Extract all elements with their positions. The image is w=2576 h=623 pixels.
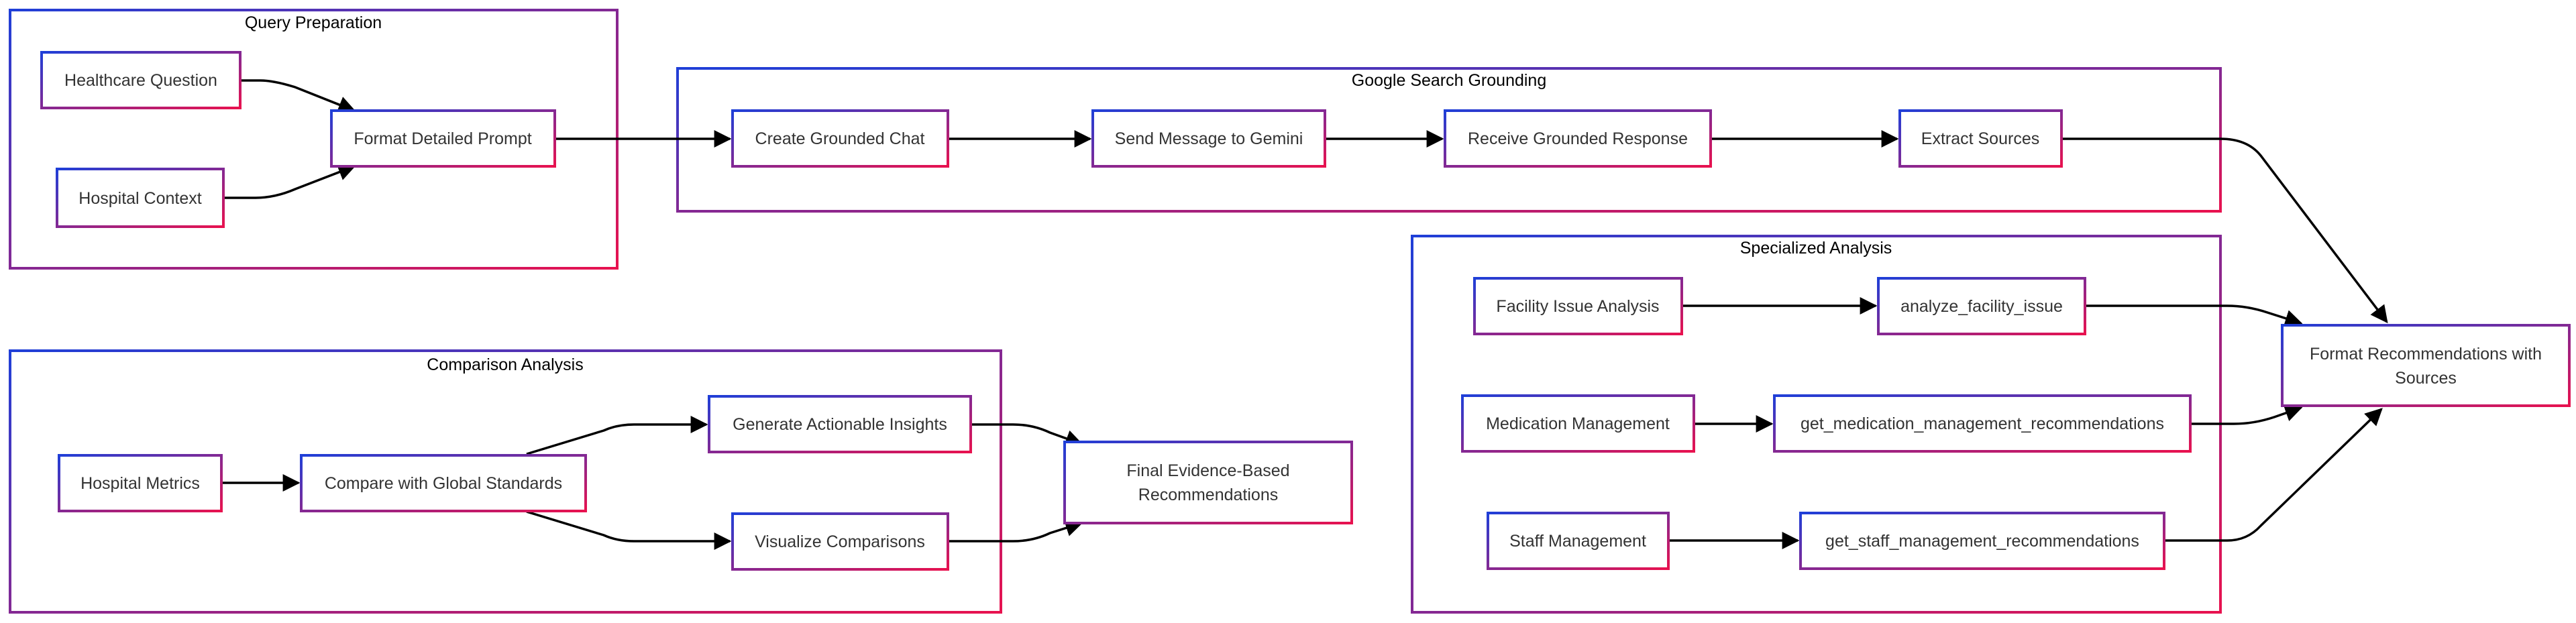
node-label: analyze_facility_issue bbox=[1900, 297, 2063, 316]
node-healthcare-question[interactable]: Healthcare Question bbox=[40, 51, 241, 109]
node-hospital-context[interactable]: Hospital Context bbox=[56, 168, 225, 228]
node-compare-with-global-standards[interactable]: Compare with Global Standards bbox=[300, 454, 587, 512]
node-label: Facility Issue Analysis bbox=[1496, 297, 1659, 316]
node-label-line-1: Format Recommendations with bbox=[2310, 345, 2542, 363]
edge-compare-to-visualize bbox=[526, 510, 732, 550]
node-staff-management[interactable]: Staff Management bbox=[1487, 512, 1670, 570]
edges bbox=[221, 79, 2388, 550]
edge-get-staff-to-format bbox=[2164, 408, 2383, 542]
node-label-line-2: Recommendations bbox=[1138, 486, 1278, 504]
edge-insights-to-final bbox=[971, 423, 1083, 447]
group-title-specialized-analysis: Specialized Analysis bbox=[1740, 239, 1892, 258]
edge-context-to-prompt bbox=[223, 164, 356, 199]
node-get-medication-management-recommendations[interactable]: get_medication_management_recommendation… bbox=[1773, 394, 2192, 453]
node-label: Send Message to Gemini bbox=[1115, 129, 1303, 148]
node-visualize-comparisons[interactable]: Visualize Comparisons bbox=[731, 512, 949, 571]
node-label: get_staff_management_recommendations bbox=[1825, 532, 2139, 551]
node-label-line-2: Sources bbox=[2395, 369, 2457, 388]
node-label-line-1: Final Evidence-Based bbox=[1126, 461, 1289, 480]
node-create-grounded-chat[interactable]: Create Grounded Chat bbox=[731, 109, 949, 168]
node-format-detailed-prompt[interactable]: Format Detailed Prompt bbox=[330, 109, 556, 168]
node-label: get_medication_management_recommendation… bbox=[1801, 414, 2164, 433]
edge-question-to-prompt bbox=[240, 79, 356, 113]
node-send-message-to-gemini[interactable]: Send Message to Gemini bbox=[1091, 109, 1326, 168]
group-title-query-preparation: Query Preparation bbox=[245, 13, 382, 32]
group-title-comparison-analysis: Comparison Analysis bbox=[427, 355, 583, 374]
edge-compare-to-insights bbox=[526, 416, 708, 455]
node-label: Receive Grounded Response bbox=[1468, 129, 1688, 148]
node-label: Staff Management bbox=[1509, 532, 1646, 551]
node-label: Medication Management bbox=[1486, 414, 1670, 433]
node-medication-management[interactable]: Medication Management bbox=[1461, 394, 1695, 453]
node-get-staff-management-recommendations[interactable]: get_staff_management_recommendations bbox=[1799, 512, 2165, 570]
node-facility-issue-analysis[interactable]: Facility Issue Analysis bbox=[1473, 277, 1683, 335]
node-label: Create Grounded Chat bbox=[755, 129, 925, 148]
group-title-google-search-grounding: Google Search Grounding bbox=[1352, 71, 1546, 90]
edge-analyze-to-format bbox=[2085, 304, 2303, 327]
edge-extract-to-format bbox=[2061, 137, 2388, 324]
node-label: Healthcare Question bbox=[64, 71, 217, 90]
node-label: Compare with Global Standards bbox=[325, 474, 562, 493]
node-final-evidence-based-recommendations[interactable]: Final Evidence-Based Recommendations bbox=[1063, 441, 1353, 524]
node-label: Visualize Comparisons bbox=[755, 532, 925, 551]
node-format-recommendations-with-sources[interactable]: Format Recommendations with Sources bbox=[2281, 324, 2571, 407]
node-label: Extract Sources bbox=[1921, 129, 2039, 148]
node-hospital-metrics[interactable]: Hospital Metrics bbox=[58, 454, 223, 512]
edge-visualize-to-final bbox=[948, 519, 1083, 543]
node-generate-actionable-insights[interactable]: Generate Actionable Insights bbox=[708, 395, 972, 453]
node-label: Hospital Context bbox=[78, 189, 201, 208]
node-receive-grounded-response[interactable]: Receive Grounded Response bbox=[1444, 109, 1712, 168]
edge-get-medication-to-format bbox=[2190, 404, 2303, 425]
group-comparison-analysis: Comparison Analysis bbox=[9, 349, 1002, 614]
node-analyze-facility-issue[interactable]: analyze_facility_issue bbox=[1877, 277, 2086, 335]
node-extract-sources[interactable]: Extract Sources bbox=[1898, 109, 2063, 168]
node-label: Format Detailed Prompt bbox=[354, 129, 531, 148]
node-label: Generate Actionable Insights bbox=[733, 415, 947, 434]
node-label: Hospital Metrics bbox=[80, 474, 200, 493]
